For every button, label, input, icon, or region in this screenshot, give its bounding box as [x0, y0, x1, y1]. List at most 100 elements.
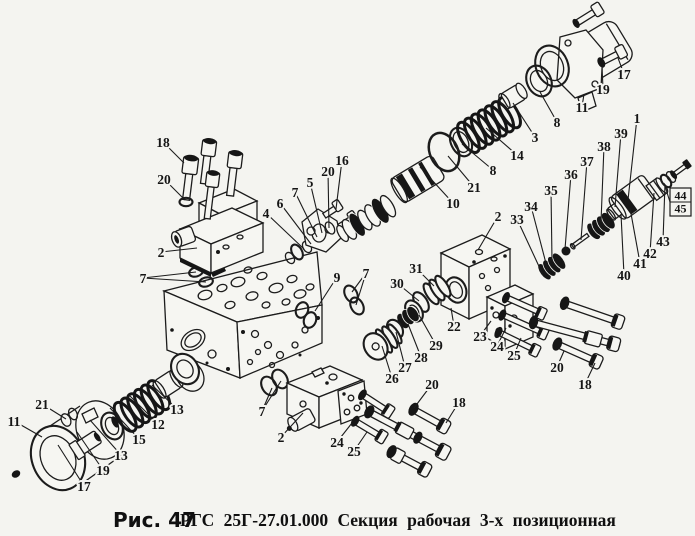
callout-12: 12 [151, 417, 165, 432]
tie-bolt [408, 402, 452, 435]
check-valve-block-group [343, 234, 550, 361]
leader-line [160, 247, 198, 253]
callout-41: 41 [633, 256, 647, 271]
leader-line [261, 380, 282, 412]
leader-line [76, 431, 104, 471]
leader-line [512, 102, 536, 138]
leader-line [581, 93, 585, 108]
callout-39: 39 [614, 126, 628, 141]
tie-bolts-right [528, 296, 626, 370]
callout-19: 19 [596, 82, 610, 97]
callout-11: 11 [576, 100, 589, 115]
callout-18: 18 [452, 395, 466, 410]
o-ring [198, 276, 214, 288]
leader-line [663, 182, 671, 203]
cap-screw [181, 154, 200, 201]
leader-line [649, 192, 655, 254]
callout-13: 13 [114, 448, 128, 463]
callout-3: 3 [532, 130, 539, 145]
callout-24: 24 [490, 339, 504, 354]
callout-7: 7 [292, 185, 299, 200]
leader-line [280, 412, 304, 438]
callout-25: 25 [507, 348, 521, 363]
cap-screw [203, 170, 221, 220]
leader-line [163, 178, 186, 201]
leader-line [142, 271, 197, 279]
leader-line [629, 207, 641, 264]
callout-23: 23 [473, 329, 487, 344]
callout-17: 17 [617, 67, 631, 82]
leader-line [351, 272, 367, 293]
leader-line [41, 403, 67, 420]
bottom-pilot-block-group [260, 365, 452, 478]
washer [178, 196, 194, 208]
callout-34: 34 [524, 199, 538, 214]
callout-6: 6 [277, 196, 284, 211]
callout-36: 36 [564, 167, 578, 182]
cap-bolt [572, 1, 605, 28]
ball [561, 246, 571, 256]
leader-line [355, 272, 367, 306]
callout-38: 38 [597, 139, 611, 154]
callout-37: 37 [580, 154, 594, 169]
leader-line [564, 173, 572, 250]
pin [569, 232, 590, 250]
tie-bolt [350, 415, 389, 445]
leader-line [617, 57, 625, 75]
pilot-valve-block [170, 138, 265, 277]
leader-line [109, 407, 140, 440]
callout-20: 20 [425, 377, 439, 392]
leader-line [516, 218, 544, 276]
tie-bolt [358, 389, 396, 419]
callout-22: 22 [447, 319, 461, 334]
callout-1: 1 [634, 111, 641, 126]
plug [362, 323, 403, 361]
callout-numbers: 1820274675201691021814381119171393837363… [6, 65, 672, 496]
callout-45: 45 [675, 202, 687, 216]
leader-line [395, 331, 406, 368]
leader-line [580, 160, 588, 241]
leader-line [556, 350, 565, 368]
leader-line [57, 444, 85, 487]
callout-13: 13 [170, 402, 184, 417]
callout-10: 10 [446, 196, 460, 211]
cap-screw [199, 138, 218, 185]
main-valve-body [161, 251, 323, 379]
o-ring [271, 368, 289, 390]
callout-31: 31 [409, 261, 423, 276]
callout-29: 29 [429, 338, 443, 353]
plate-bolt [501, 291, 548, 321]
callout-7: 7 [363, 266, 370, 281]
leader-line [662, 183, 666, 242]
adjusting-nut [645, 177, 669, 202]
leader-line [309, 181, 323, 234]
callout-30: 30 [390, 276, 404, 291]
plate-bolt [494, 326, 542, 358]
callout-11: 11 [8, 414, 21, 429]
washer [659, 173, 673, 189]
leader-line [496, 327, 507, 347]
callout-20: 20 [157, 172, 171, 187]
bottom-pilot-block [285, 365, 368, 432]
leader-line [445, 401, 460, 424]
callout-5: 5 [307, 175, 314, 190]
leader-line [539, 91, 558, 123]
leader-line [601, 65, 604, 90]
tie-bolt [552, 337, 604, 370]
leader-line [151, 384, 178, 410]
leader-line [353, 431, 368, 452]
leader-line [407, 323, 422, 358]
poppet-sleeve [422, 274, 452, 306]
callout-17: 17 [77, 479, 91, 494]
relief-spring [586, 212, 616, 240]
leader-line [550, 189, 553, 262]
callout-21: 21 [35, 397, 49, 412]
leader-line [627, 117, 638, 201]
leader-line [413, 383, 433, 409]
leader-line [336, 422, 353, 443]
leader-line [314, 276, 338, 312]
bushing [525, 64, 553, 98]
tie-bolt [364, 405, 452, 461]
leader-line [279, 202, 312, 245]
